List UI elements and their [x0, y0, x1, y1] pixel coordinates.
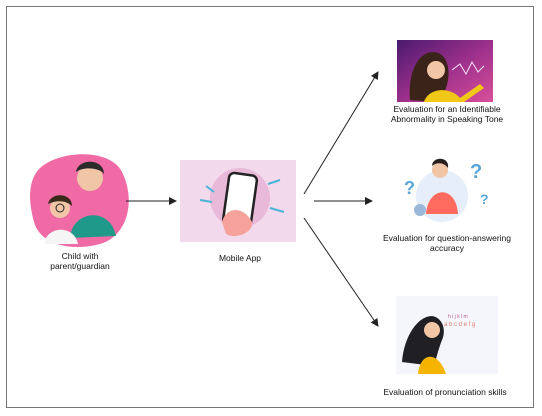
child-label: Child with parent/guardian [50, 251, 110, 272]
child-parent-illustration [30, 154, 129, 248]
app-label: Mobile App [218, 253, 262, 263]
phone-in-hand-illustration [180, 160, 296, 242]
tone-label: Evaluation for an Identifiable Abnormali… [390, 104, 504, 125]
thinking-woman-question-marks-illustration: ? ? ? [404, 158, 489, 222]
arrow-app-to-pron [303, 217, 379, 327]
svg-text:?: ? [480, 191, 489, 207]
speaking-woman-illustration [397, 40, 493, 102]
svg-text:h i j k l m: h i j k l m [448, 314, 468, 320]
woman-speaking-letters-illustration: a b c d e f g h i j k l m [396, 296, 498, 374]
qa-label: Evaluation for question-answering accura… [382, 233, 512, 254]
svg-text:?: ? [470, 161, 482, 183]
arrow-app-to-tone [303, 71, 379, 195]
pron-label: Evaluation of pronunciation skills [383, 387, 507, 397]
svg-text:?: ? [404, 178, 415, 198]
svg-text:a b c d e f g: a b c d e f g [444, 322, 475, 328]
